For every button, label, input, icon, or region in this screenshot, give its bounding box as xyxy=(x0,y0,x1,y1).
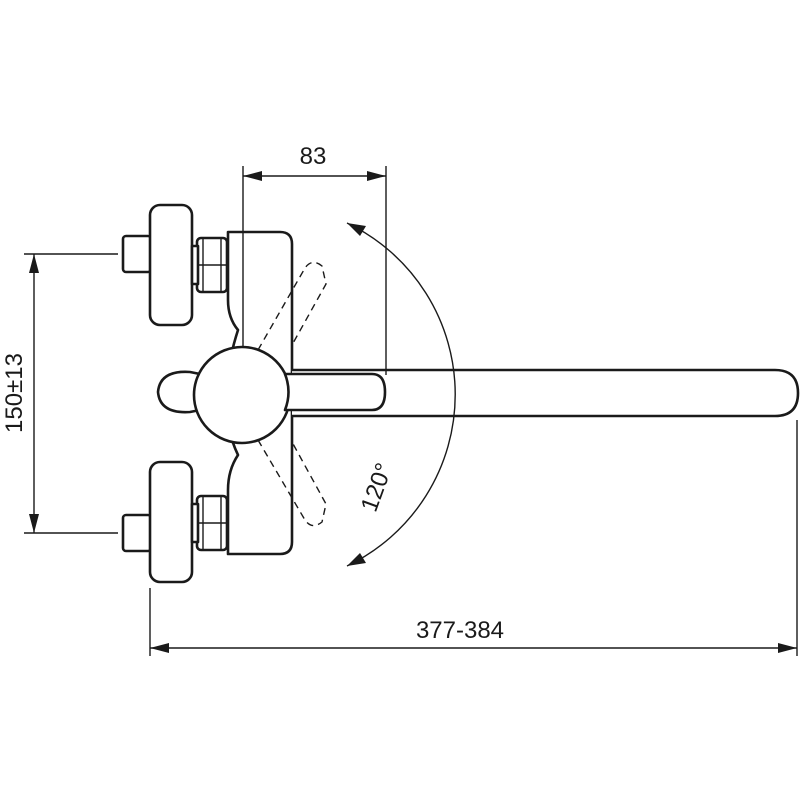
upper-inlet-assembly xyxy=(121,203,229,327)
upper-connector xyxy=(190,244,200,286)
arrowhead xyxy=(150,643,169,653)
arrowhead xyxy=(778,643,797,653)
swing-arc xyxy=(346,222,456,567)
lever-upper-position-outline xyxy=(257,261,327,351)
dimension-label-overall-length: 377-384 xyxy=(416,617,504,644)
spout xyxy=(292,368,800,418)
dimension-label-lever-offset: 83 xyxy=(300,143,327,170)
arrowhead xyxy=(347,223,366,236)
dimension-inlet-spacing: 150±13 xyxy=(1,253,118,534)
lower-inlet-assembly xyxy=(121,460,229,584)
upper-wall-flange xyxy=(148,203,194,327)
lower-wall-flange xyxy=(148,460,194,584)
arrowhead xyxy=(347,553,366,566)
arrowhead xyxy=(29,514,39,533)
dimension-label-swing-angle: 120° xyxy=(356,459,398,515)
dimension-label-inlet-spacing: 150±13 xyxy=(1,353,28,433)
lower-inlet-stub xyxy=(121,513,153,553)
lower-connector xyxy=(190,502,200,544)
arrowhead xyxy=(367,171,386,181)
arrowhead xyxy=(243,171,262,181)
dimension-overall-length: 377-384 xyxy=(149,420,798,656)
lever-lower-position-outline xyxy=(257,439,327,527)
arrowhead xyxy=(29,254,39,273)
lever-hub xyxy=(192,345,292,445)
dimension-lever-offset: 83 xyxy=(242,143,387,375)
lever-arm xyxy=(283,372,387,412)
lever-handle xyxy=(156,370,202,414)
upper-inlet-stub xyxy=(121,234,153,274)
